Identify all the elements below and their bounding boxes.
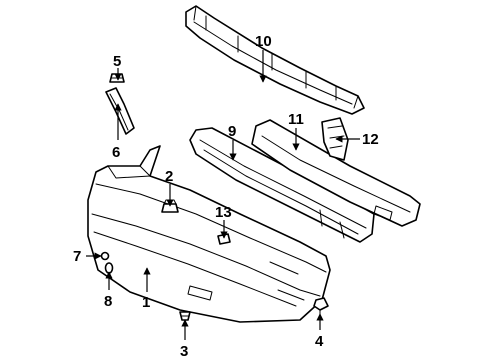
part-8-nut [104, 262, 114, 274]
callout-7: 7 [73, 248, 81, 265]
part-7-fastener [100, 251, 110, 261]
callout-5: 5 [113, 53, 121, 70]
callout-2: 2 [165, 168, 173, 185]
part-12-side-retainer [321, 117, 349, 161]
part-10-reinforcement-bar [185, 5, 365, 115]
part-3-push-clip [179, 311, 191, 321]
callout-12: 12 [362, 131, 379, 148]
callout-3: 3 [180, 343, 188, 360]
callout-13: 13 [215, 204, 232, 221]
callout-4: 4 [315, 333, 324, 350]
part-5-clip [109, 73, 125, 83]
leader-lines [86, 50, 360, 340]
part-4-bolt [313, 297, 329, 317]
callout-labels: 10 5 6 9 11 12 2 13 7 8 1 3 4 [73, 33, 379, 360]
callout-1: 1 [142, 294, 150, 311]
callout-8: 8 [104, 293, 112, 310]
part-1-bumper-cover [87, 145, 331, 323]
callout-10: 10 [255, 33, 272, 50]
callout-6: 6 [112, 144, 120, 161]
callout-11: 11 [288, 111, 304, 128]
callout-9: 9 [228, 123, 236, 140]
part-6-side-bracket [105, 87, 135, 135]
